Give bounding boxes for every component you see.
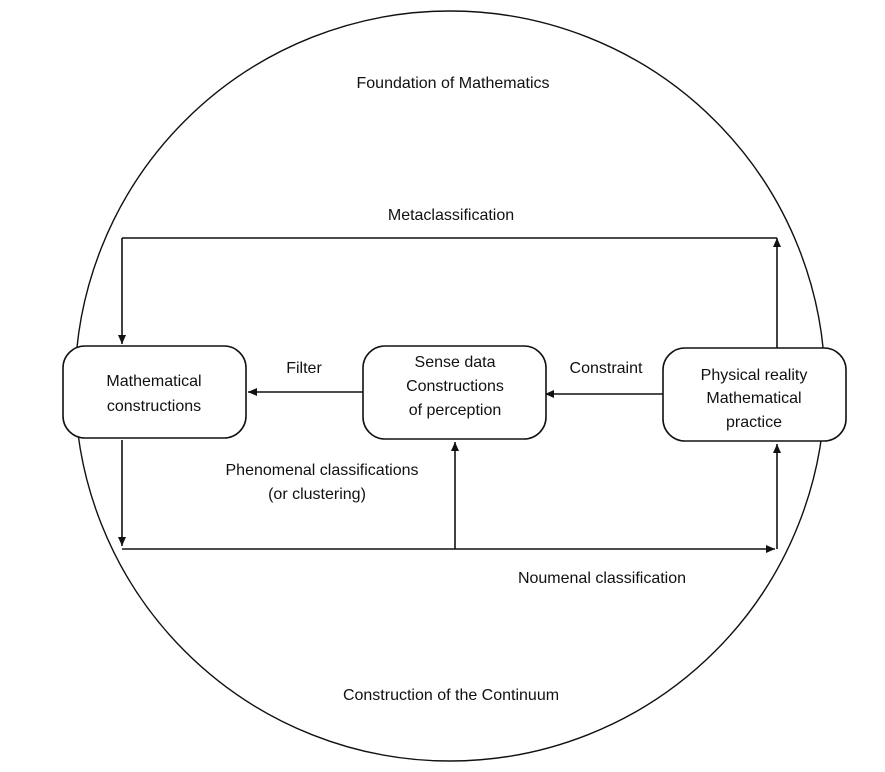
diagram-footer: Construction of the Continuum bbox=[343, 687, 559, 704]
node-physical-reality: Physical reality Mathematical practice bbox=[662, 347, 847, 442]
filter-label: Filter bbox=[286, 360, 322, 377]
node-label-line: Mathematical bbox=[106, 373, 201, 390]
noumenal-label: Noumenal classification bbox=[518, 570, 686, 587]
constraint-label: Constraint bbox=[570, 360, 643, 377]
node-label-line: Constructions bbox=[406, 378, 504, 395]
node-sense-data: Sense data Constructions of perception bbox=[362, 345, 547, 440]
node-label-line: Physical reality bbox=[701, 367, 808, 384]
diagram-title: Foundation of Mathematics bbox=[357, 75, 550, 92]
node-box bbox=[62, 345, 247, 439]
node-box bbox=[662, 347, 847, 442]
metaclassification-label: Metaclassification bbox=[388, 207, 514, 224]
phenomenal-label-line2: (or clustering) bbox=[268, 486, 366, 503]
node-label-line: Mathematical bbox=[706, 390, 801, 407]
node-box bbox=[362, 345, 547, 440]
node-mathematical-constructions: Mathematical constructions bbox=[62, 345, 247, 439]
node-label-line: constructions bbox=[107, 398, 201, 415]
node-label-line: practice bbox=[726, 414, 782, 431]
node-label-line: of perception bbox=[409, 402, 502, 419]
phenomenal-label-line1: Phenomenal classifications bbox=[226, 462, 419, 479]
node-label-line: Sense data bbox=[415, 354, 496, 371]
